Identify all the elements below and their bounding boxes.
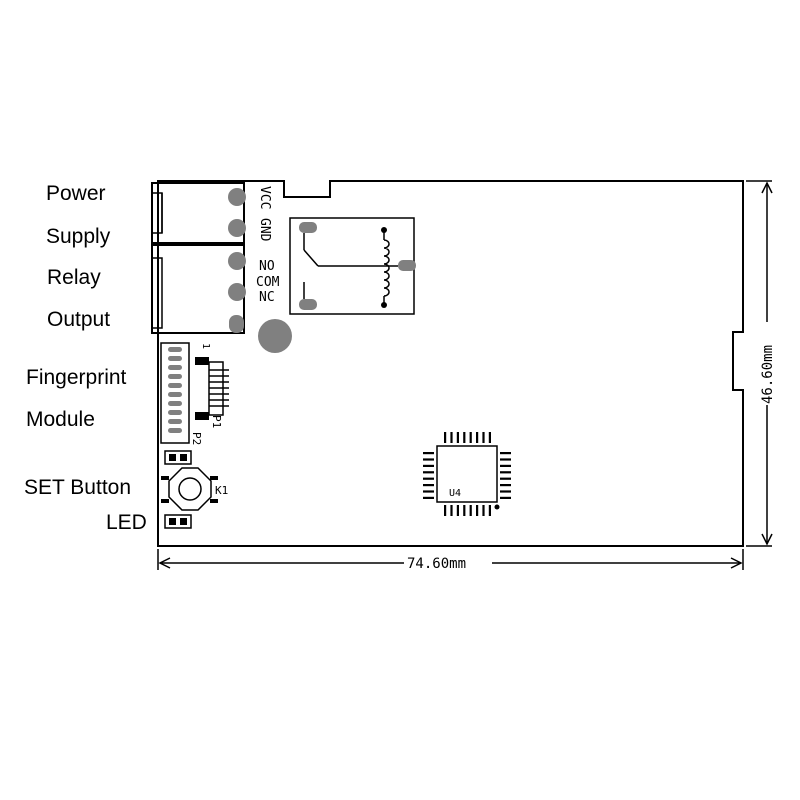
u4-pin: [423, 477, 434, 480]
label-fingerprint: Fingerprint: [26, 366, 127, 389]
label-module: Module: [26, 408, 95, 431]
smd-component: [164, 450, 192, 465]
u4-pin: [444, 432, 447, 443]
u4-pin: [463, 505, 466, 516]
microcontroller-u4: [423, 432, 511, 516]
fpc-connector-p1: [195, 357, 229, 420]
label-set-button: SET Button: [24, 476, 132, 499]
u4-pin: [423, 471, 434, 474]
width-dimension-label: 74.60mm: [407, 556, 466, 572]
relay-pad-bottom-left: [299, 299, 317, 310]
u4-pin: [423, 490, 434, 493]
u4-pin: [444, 505, 447, 516]
label-output: Output: [47, 308, 111, 331]
label-relay: Relay: [47, 266, 101, 289]
com-pad: [228, 283, 246, 301]
u4-pin: [500, 496, 511, 499]
u4-pin: [488, 505, 491, 516]
silk-gnd: GND: [257, 218, 272, 242]
u4-pin: [423, 464, 434, 467]
u4-pin: [476, 432, 479, 443]
fingerprint-header-p2: [160, 342, 190, 444]
power-terminal-block: [151, 182, 246, 244]
relay: [289, 217, 416, 315]
u4-pin: [500, 452, 511, 455]
silk-pin1: 1: [200, 343, 211, 349]
silk-nc: NC: [259, 290, 275, 305]
u4-pin: [500, 471, 511, 474]
relay-pad-right: [398, 260, 416, 271]
u4-pin: [423, 484, 434, 487]
silk-u4: U4: [449, 488, 461, 499]
u4-pin: [488, 432, 491, 443]
set-button-k1: [161, 467, 218, 511]
height-dimension-label: 46.60mm: [760, 345, 776, 404]
u4-pin: [500, 490, 511, 493]
height-dimension: [746, 180, 773, 547]
u4-pin: [476, 505, 479, 516]
silk-p1: P1: [210, 415, 223, 428]
u4-pin: [500, 458, 511, 461]
relay-terminal-block: [151, 244, 246, 334]
u4-pin: [450, 432, 453, 443]
label-supply: Supply: [46, 225, 111, 248]
board-outline: [157, 180, 744, 547]
u4-pin: [469, 505, 472, 516]
u4-pin: [456, 432, 459, 443]
u4-pin: [500, 477, 511, 480]
u4-pin: [423, 458, 434, 461]
u4-pin: [423, 452, 434, 455]
nc-pad: [229, 315, 244, 333]
relay-pad-top-left: [299, 222, 317, 233]
no-pad: [228, 252, 246, 270]
width-dimension: [157, 549, 744, 570]
u4-pin: [423, 496, 434, 499]
gnd-pad: [228, 219, 246, 237]
u4-pin: [469, 432, 472, 443]
silk-com: COM: [256, 275, 280, 290]
led: [164, 514, 192, 529]
u4-pin: [463, 432, 466, 443]
u4-pin: [500, 484, 511, 487]
vcc-pad: [228, 188, 246, 206]
label-led: LED: [106, 511, 147, 534]
u4-pin: [500, 464, 511, 467]
silk-vcc: VCC: [257, 186, 272, 209]
u4-pin: [450, 505, 453, 516]
silk-k1: K1: [215, 484, 228, 497]
u4-pin: [456, 505, 459, 516]
mounting-hole: [258, 319, 292, 353]
u4-pin: [482, 432, 485, 443]
silk-no: NO: [259, 259, 275, 274]
u4-pin: [482, 505, 485, 516]
silk-p2: P2: [190, 432, 203, 445]
label-power: Power: [46, 182, 106, 205]
